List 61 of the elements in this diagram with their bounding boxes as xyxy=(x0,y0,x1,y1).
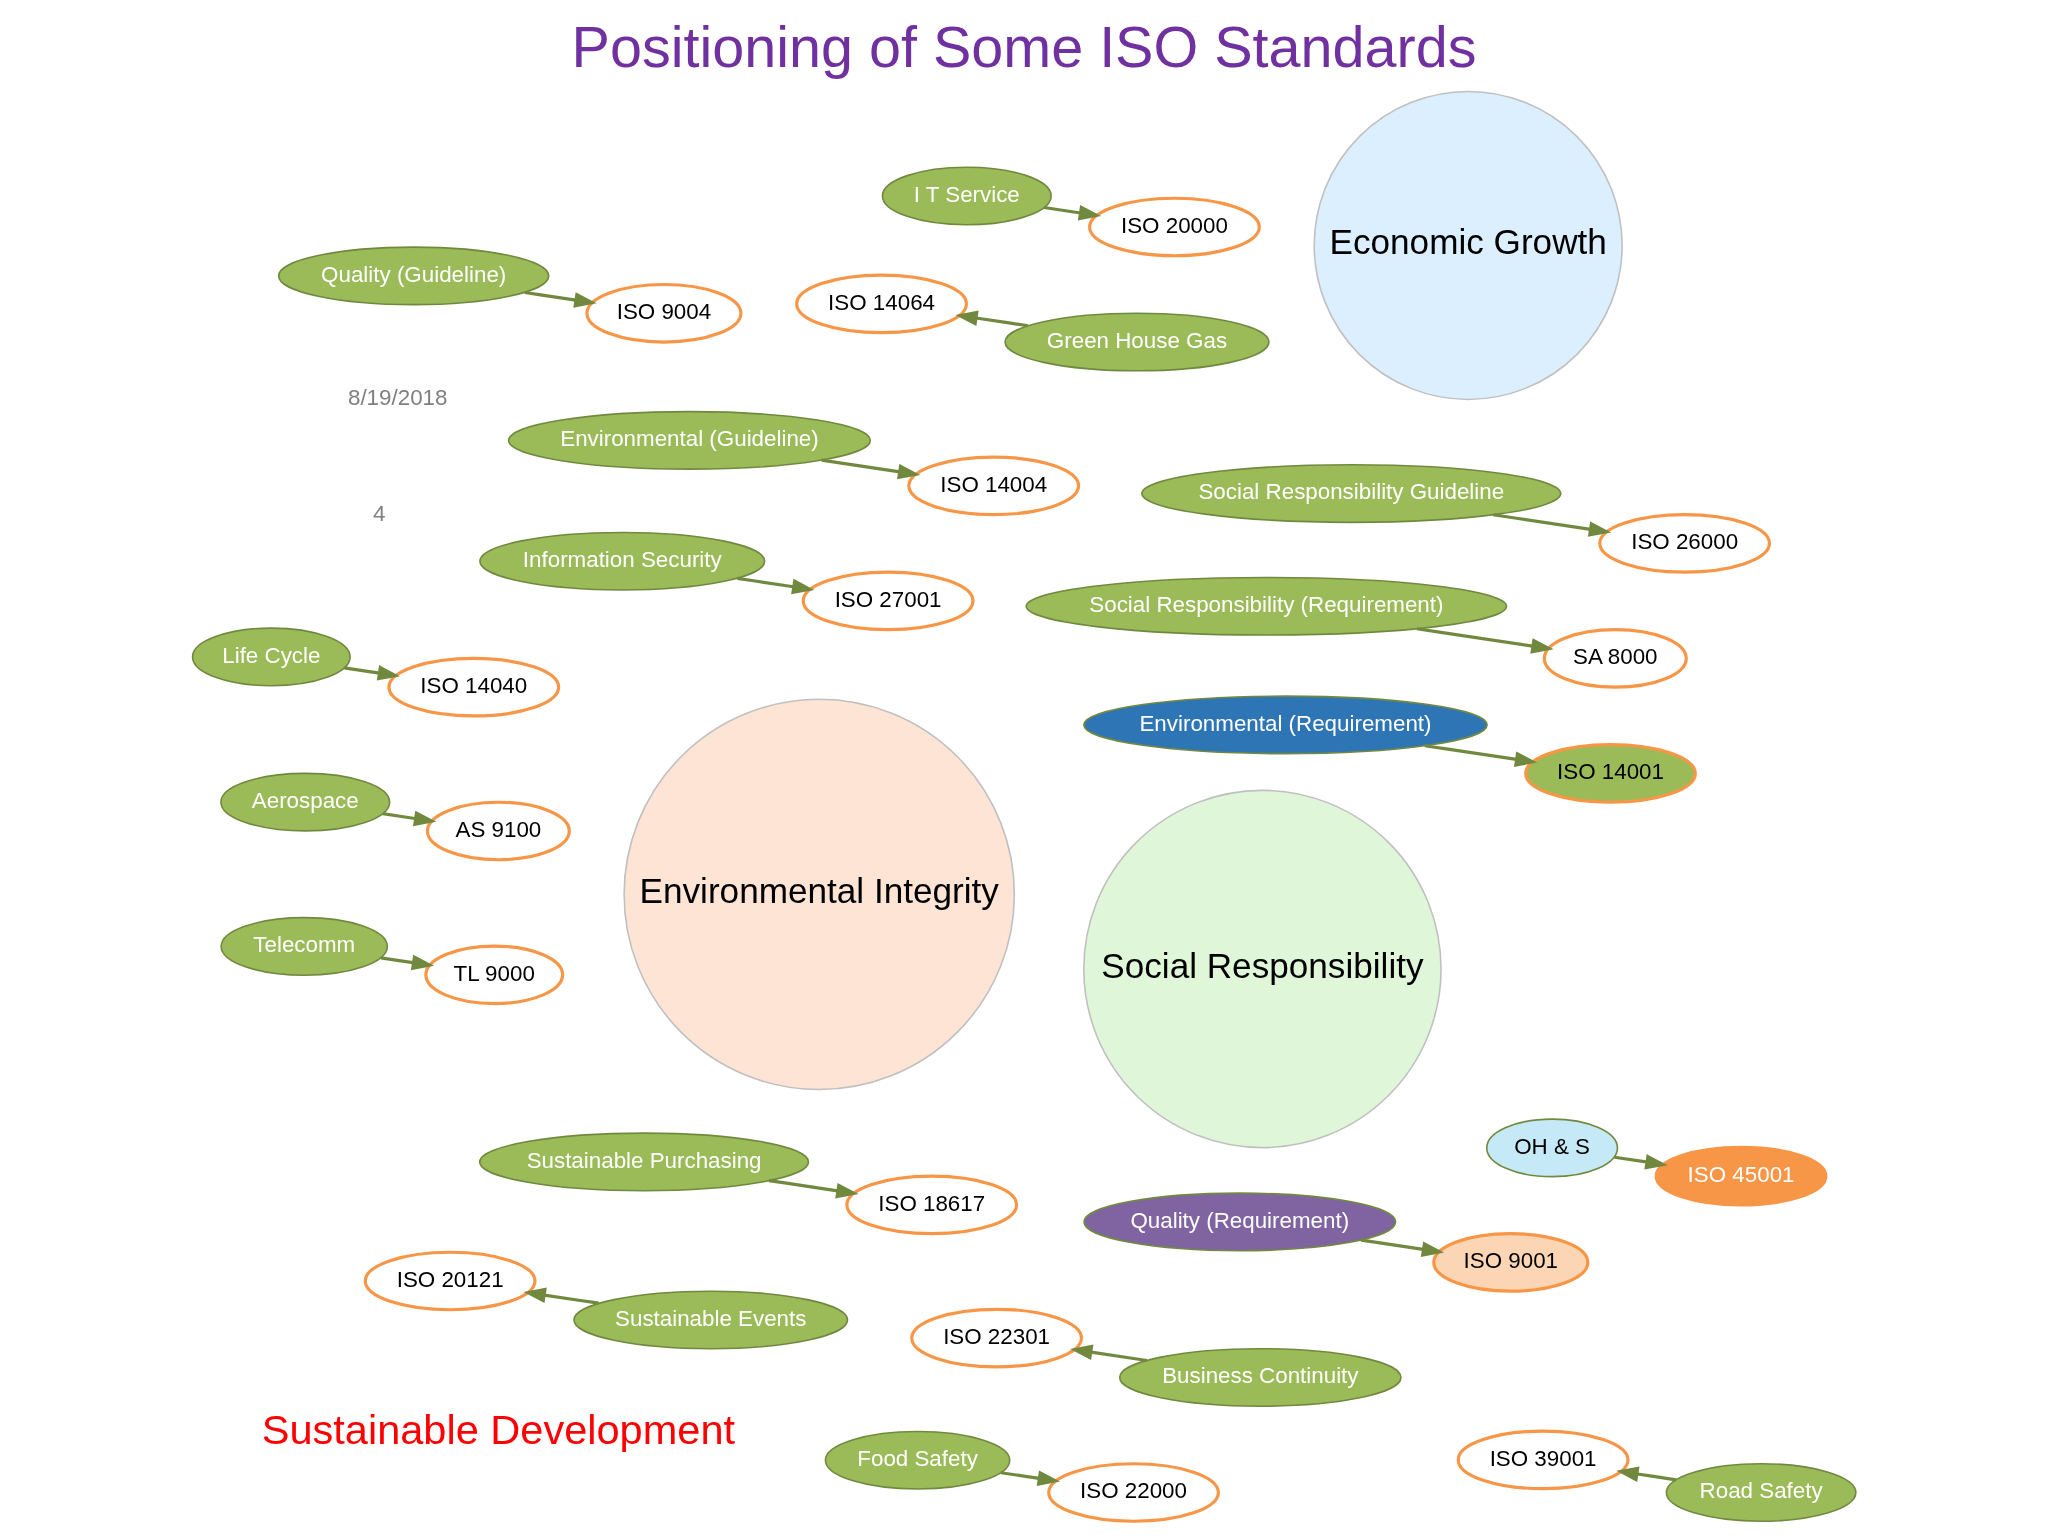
arrow xyxy=(1360,1238,1445,1257)
node-ellipse: ISO 14040 xyxy=(387,656,561,718)
node-ellipse: ISO 14001 xyxy=(1524,743,1697,804)
arrow xyxy=(1614,1154,1668,1170)
arrow xyxy=(1416,627,1554,654)
node-ellipse: I T Service xyxy=(881,166,1052,226)
node-ellipse: AS 9100 xyxy=(425,800,571,862)
node-ellipse: Quality (Requirement) xyxy=(1083,1192,1397,1252)
node-ellipse: ISO 39001 xyxy=(1456,1429,1630,1491)
node-ellipse: Quality (Guideline) xyxy=(277,246,550,306)
arrow xyxy=(380,954,435,971)
arrow xyxy=(344,665,401,681)
node-ellipse: ISO 20121 xyxy=(363,1250,537,1312)
node-ellipse: Sustainable Purchasing xyxy=(478,1132,810,1192)
label: 4 xyxy=(373,500,386,526)
label: Sustainable Development xyxy=(261,1406,736,1454)
arrow xyxy=(1424,744,1538,767)
node-ellipse: Social Responsibility Guideline xyxy=(1141,464,1562,524)
arrow xyxy=(955,310,1029,328)
diagram-title: Positioning of Some ISO Standards xyxy=(571,15,1477,80)
node-ellipse: Telecomm xyxy=(220,916,389,976)
node-circle: Economic Growth xyxy=(1313,90,1623,401)
node-circle: Social Responsibility xyxy=(1083,789,1442,1149)
node-ellipse: ISO 22301 xyxy=(910,1307,1084,1369)
node-ellipse: Social Responsibility (Requirement) xyxy=(1025,576,1508,636)
node-ellipse: Green House Gas xyxy=(1004,312,1270,372)
node-ellipse: ISO 45001 xyxy=(1654,1145,1828,1207)
arrow xyxy=(524,290,597,308)
arrow xyxy=(1492,513,1612,537)
node-ellipse: ISO 22000 xyxy=(1047,1462,1220,1523)
node-ellipse: ISO 26000 xyxy=(1598,513,1772,574)
node-ellipse: Aerospace xyxy=(220,772,391,832)
node-ellipse: Life Cycle xyxy=(191,627,351,687)
node-ellipse: ISO 27001 xyxy=(801,570,975,632)
node-ellipse: Information Security xyxy=(479,531,766,591)
node-ellipse: ISO 9004 xyxy=(585,282,743,344)
node-ellipse: Road Safety xyxy=(1665,1462,1857,1523)
label: 8/19/2018 xyxy=(347,385,448,411)
node-ellipse: ISO 14064 xyxy=(795,273,968,335)
node-ellipse: ISO 20000 xyxy=(1088,196,1261,258)
arrow xyxy=(821,458,921,480)
node-ellipse: TL 9000 xyxy=(424,944,565,1006)
arrow xyxy=(1616,1466,1677,1482)
arrow xyxy=(768,1179,859,1199)
arrow xyxy=(737,576,815,595)
node-circle: Environmental Integrity xyxy=(623,698,1016,1091)
node-ellipse: ISO 14004 xyxy=(907,455,1081,517)
node-ellipse: Environmental (Guideline) xyxy=(507,410,872,470)
arrow xyxy=(523,1287,599,1305)
node-ellipse: OH & S xyxy=(1485,1118,1619,1178)
node-ellipse: ISO 18617 xyxy=(845,1174,1019,1236)
node-ellipse: Environmental (Requirement) xyxy=(1083,695,1488,755)
node-ellipse: Sustainable Events xyxy=(573,1290,849,1350)
node-ellipse: ISO 9001 xyxy=(1432,1232,1590,1293)
node-ellipse: SA 8000 xyxy=(1542,628,1688,689)
arrow xyxy=(1043,204,1102,221)
arrow xyxy=(1070,1344,1148,1363)
arrow xyxy=(1000,1470,1061,1486)
node-ellipse: Food Safety xyxy=(824,1430,1011,1490)
node-ellipse: Business Continuity xyxy=(1118,1347,1402,1408)
arrow xyxy=(382,810,437,827)
